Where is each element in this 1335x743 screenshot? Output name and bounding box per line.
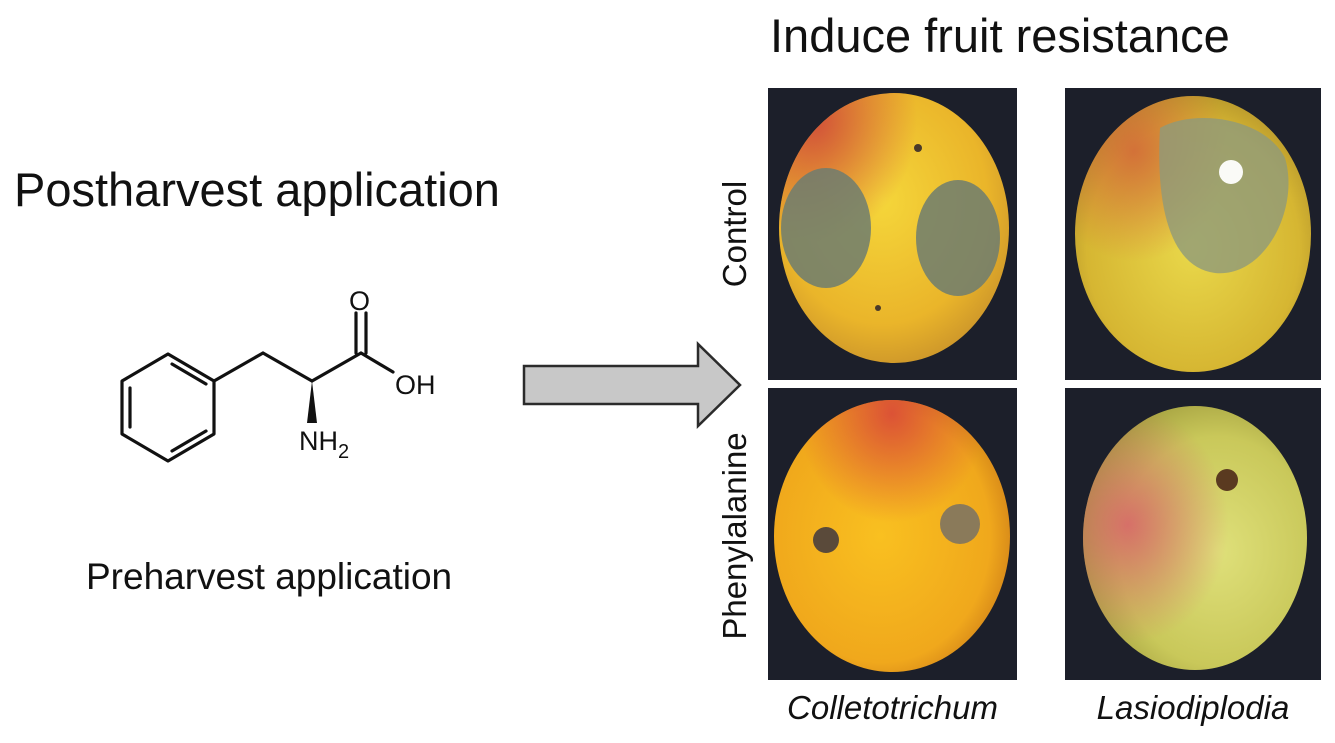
photo-phenylalanine-lasiodiplodia [1065,388,1321,680]
row-label-phenylalanine: Phenylalanine [716,432,753,640]
stereo-wedge [307,381,317,423]
lesion [916,180,1000,296]
benzene-ring [120,352,216,463]
amine-subscript: 2 [338,441,349,463]
process-arrow [522,341,742,429]
row-label-control: Control [716,180,753,288]
photo-control-lasiodiplodia [1065,88,1321,380]
photo-control-colletotrichum [768,88,1017,380]
amine-symbol: NH [299,426,338,456]
lesion [940,504,980,544]
photo-phenylalanine-colletotrichum [768,388,1017,680]
amine-label: NH2 [299,426,349,463]
lesion [1216,469,1238,491]
lesion [813,527,839,553]
phenylalanine-structure: O OH NH2 [120,286,436,463]
preharvest-label: Preharvest application [86,556,453,597]
lesion [1159,118,1289,274]
postharvest-label: Postharvest application [14,163,500,216]
lesion [781,168,871,288]
figure-title: Induce fruit resistance [770,9,1230,62]
column-label-colletotrichum: Colletotrichum [787,689,998,726]
column-label-lasiodiplodia: Lasiodiplodia [1096,689,1290,726]
oxygen-label: O [349,286,370,316]
hydroxyl-label: OH [395,370,436,400]
